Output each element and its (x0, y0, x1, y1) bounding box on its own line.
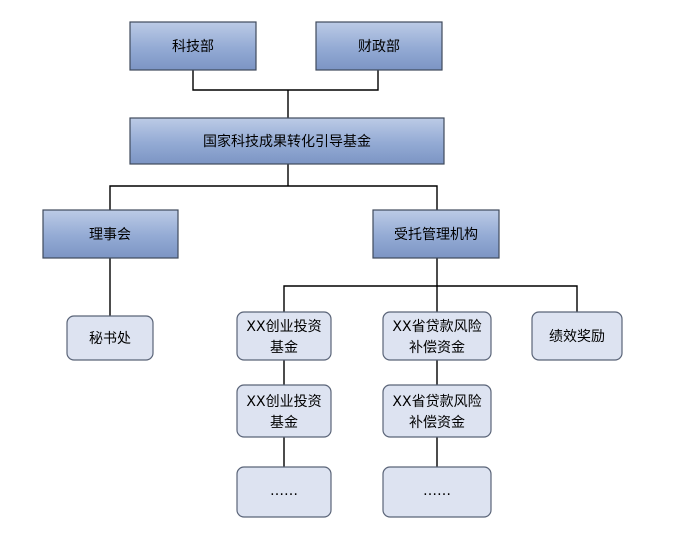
node-guide-fund-label: 国家科技成果转化引导基金 (203, 133, 371, 150)
node-loan-risk-3-label: …… (423, 483, 451, 499)
node-council-label: 理事会 (89, 227, 131, 243)
node-keji-bu-label: 科技部 (172, 39, 214, 55)
node-secretariat-label: 秘书处 (89, 331, 131, 347)
node-loan-risk-3: …… (382, 466, 492, 518)
node-caizheng-bu-label: 财政部 (358, 39, 400, 55)
node-performance: 绩效奖励 (531, 311, 623, 361)
node-vc-fund-1-line2: 基金 (270, 339, 298, 356)
node-vc-fund-2-line2: 基金 (270, 414, 298, 431)
node-vc-fund-1: XX创业投资 基金 (236, 311, 332, 361)
node-keji-bu: 科技部 (129, 21, 257, 71)
node-secretariat: 秘书处 (66, 315, 154, 361)
node-council: 理事会 (42, 209, 179, 259)
node-loan-risk-1-line2: 补偿资金 (409, 340, 465, 356)
node-loan-risk-1-line1: XX省贷款风险 (392, 319, 481, 335)
link-fund-branches (109, 185, 438, 210)
node-trustee-label: 受托管理机构 (394, 227, 478, 243)
link-trustee-branches (283, 285, 578, 312)
node-performance-label: 绩效奖励 (549, 328, 605, 345)
node-loan-risk-1: XX省贷款风险 补偿资金 (382, 311, 492, 361)
node-loan-risk-2-line2: 补偿资金 (409, 415, 465, 431)
node-guide-fund: 国家科技成果转化引导基金 (129, 117, 445, 165)
link-ministries (192, 70, 379, 91)
node-caizheng-bu: 财政部 (315, 21, 443, 71)
node-trustee: 受托管理机构 (372, 209, 500, 259)
node-vc-fund-3-label: …… (270, 483, 298, 499)
node-vc-fund-2-line1: XX创业投资 (246, 394, 321, 410)
node-vc-fund-3: …… (236, 466, 332, 518)
node-vc-fund-2: XX创业投资 基金 (236, 384, 332, 438)
connector-lines (109, 70, 578, 467)
node-loan-risk-2-line1: XX省贷款风险 (392, 394, 481, 410)
node-loan-risk-2: XX省贷款风险 补偿资金 (382, 384, 492, 438)
node-vc-fund-1-line1: XX创业投资 (246, 319, 321, 335)
